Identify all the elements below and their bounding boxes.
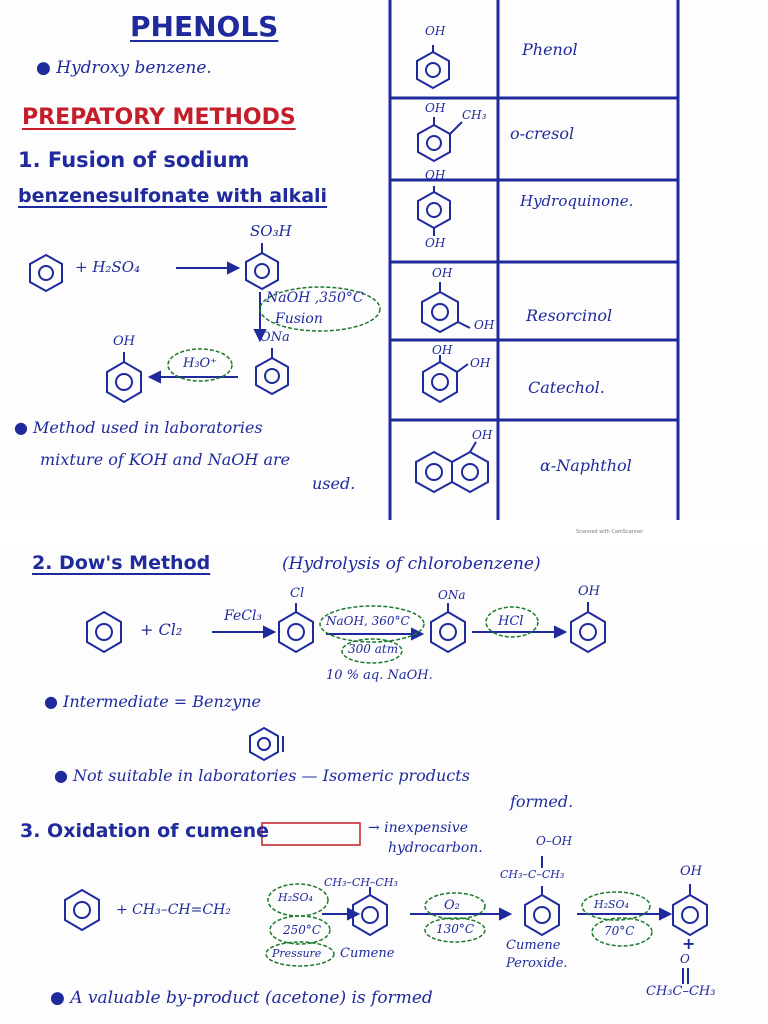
method3-note-a: → inexpensive (368, 820, 468, 836)
table-row4-name: Resorcinol (526, 306, 613, 325)
method2-title: 2. Dow's Method (32, 552, 210, 574)
method3-peroxide-b: Peroxide. (506, 956, 568, 971)
method2-formed: formed. (510, 792, 574, 811)
benzene-ring (417, 190, 451, 230)
top-sheet (0, 0, 768, 520)
method2-cond-c: 10 % aq. NaOH. (326, 668, 433, 683)
method2-cl2: + Cl₂ (140, 620, 183, 639)
table-row6-name: α-Naphthol (540, 456, 632, 475)
table-row5-oh: OH (432, 343, 453, 357)
method3-o2: O₂ (444, 898, 460, 913)
benzene-ring (421, 290, 459, 334)
benzene-ring (255, 356, 289, 396)
method3-propene: + CH₃–CH=CH₂ (116, 902, 231, 918)
benzene-ring (451, 450, 489, 494)
page-gap (0, 520, 768, 545)
benzene-ring (524, 893, 560, 937)
method3-acetone: CH₃C–CH₃ (646, 984, 716, 999)
method1-title-line2: benzenesulfonate with alkali (18, 185, 328, 207)
method2-oh: OH (578, 584, 600, 599)
method2-cond-b: 300 atm (348, 642, 399, 656)
method3-70c: 70°C (604, 924, 635, 938)
table-row4-oh: OH (432, 266, 453, 280)
method1-cond-b: Fusion (275, 311, 323, 327)
table-row2-oh: OH (425, 101, 446, 115)
method3-130c: 130°C (436, 922, 475, 936)
method3-oh: OH (680, 864, 702, 879)
method2-cond-a: NaOH, 360°C (326, 614, 410, 628)
phenol-synonym: ● Hydroxy benzene. (36, 58, 212, 78)
method3-plus: + (682, 934, 696, 953)
phenol-synonym-text: Hydroxy benzene. (56, 58, 212, 78)
methods-heading: PREPATORY METHODS (22, 105, 296, 130)
method3-title: 3. Oxidation of cumene (20, 820, 270, 842)
benzene-ring (86, 610, 122, 654)
table-row3-oh: OH (425, 168, 446, 182)
method1-title-line1: 1. Fusion of sodium (18, 148, 250, 172)
method3-peroxide-a: Cumene (506, 938, 561, 953)
method1-note-line1: ● Method used in laboratories (14, 418, 263, 437)
benzene-ring (278, 610, 314, 654)
table-row3-name: Hydroquinone. (520, 192, 634, 210)
method2-cl: Cl (290, 586, 305, 601)
benzene-ring (106, 360, 142, 404)
method3-peroxide-mid: CH₃–C–CH₃ (500, 868, 565, 881)
method1-note-line2: mixture of KOH and NaOH are (40, 450, 291, 469)
benzene-ring (352, 893, 388, 937)
table-row2-name: o-cresol (510, 124, 575, 143)
benzene-ring (570, 610, 606, 654)
method2-intermediate-text: Intermediate = Benzyne (63, 692, 262, 711)
table-row1-oh: OH (425, 24, 446, 38)
method1-ona: ONa (260, 330, 290, 345)
method1-reagent: + H₂SO₄ (75, 258, 141, 276)
benzene-ring (245, 251, 279, 291)
table-row6-oh: OH (472, 428, 493, 442)
table-row2-ch3: CH₃ (462, 108, 487, 122)
method1-cond-a: NaOH ,350°C (266, 290, 364, 306)
method2-title-text: 2. Dow's Method (32, 552, 211, 574)
method1-oh: OH (113, 334, 135, 349)
method1-so3h: SO₃H (250, 222, 292, 240)
table-row3-oh2: OH (425, 236, 446, 250)
benzene-ring (416, 50, 450, 90)
method3-cumene-chain: CH₃–CH–CH₃ (324, 876, 398, 889)
scanner-watermark: Scanned with CamScanner (576, 529, 644, 535)
method3-250c: 250°C (283, 923, 322, 937)
method3-h2so4b: H₂SO₄ (594, 898, 629, 911)
table-row5-oh2: OH (470, 356, 491, 370)
method2-fecl3: FeCl₃ (224, 608, 263, 624)
page-title: PHENOLS (130, 10, 279, 43)
method3-peroxide-top: O–OH (536, 834, 573, 848)
method2-hcl: HCl (498, 614, 524, 629)
method3-note-b: hydrocarbon. (388, 840, 483, 856)
method3-pressure: Pressure (272, 947, 322, 960)
method2-ona: ONa (438, 588, 466, 602)
method2-intermediate: ● Intermediate = Benzyne (44, 692, 262, 711)
benzene-ring (29, 253, 63, 293)
benzene-ring (417, 123, 451, 163)
table-row5-name: Catechol. (528, 378, 605, 397)
benzene-ring (415, 450, 453, 494)
method3-h2so4: H₂SO₄ (278, 891, 313, 904)
method2-not-suitable-text: Not suitable in laboratories — Isomeric … (73, 766, 470, 785)
benzene-ring (672, 893, 708, 937)
method1-note-line3: used. (312, 474, 356, 493)
method2-not-suitable: ● Not suitable in laboratories — Isomeri… (54, 766, 470, 785)
method3-byproduct: ● A valuable by-product (acetone) is for… (50, 988, 433, 1008)
method3-byproduct-text: A valuable by-product (acetone) is forme… (70, 988, 433, 1008)
benzyne-ring (249, 726, 279, 762)
method3-o: O (680, 952, 690, 966)
benzene-ring (422, 360, 458, 404)
method3-cumene-label: Cumene (340, 946, 395, 961)
benzene-ring (430, 610, 466, 654)
table-row1-name: Phenol (522, 40, 578, 59)
benzene-ring (64, 888, 100, 932)
method1-note-line1-text: Method used in laboratories (33, 418, 263, 437)
bottom-sheet (0, 545, 768, 1024)
table-row4-oh2: OH (474, 318, 495, 332)
method1-h3o: H₃O⁺ (183, 356, 218, 371)
method2-subtitle: (Hydrolysis of chlorobenzene) (282, 554, 541, 574)
